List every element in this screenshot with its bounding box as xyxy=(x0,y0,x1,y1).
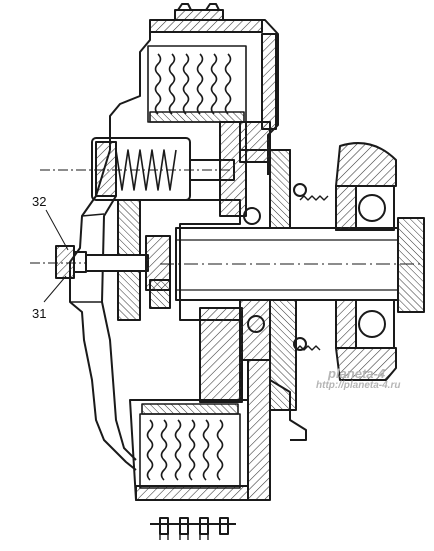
hub-housing xyxy=(239,121,297,411)
watermark-url: http://planeta-4.ru xyxy=(316,380,401,391)
bottom-sprocket-teeth xyxy=(150,517,236,540)
top-sprocket-teeth xyxy=(174,3,224,21)
lower-housing xyxy=(129,359,307,501)
clutch-cover xyxy=(69,149,137,471)
upper-friction-pack xyxy=(147,45,247,123)
main-shaft xyxy=(160,217,425,313)
callout-label-32: 32 xyxy=(32,194,47,209)
seal-springs xyxy=(295,195,329,351)
callout-label-31: 31 xyxy=(32,306,47,321)
release-spring-unit xyxy=(40,137,235,201)
lower-friction-pack xyxy=(139,403,241,489)
needle-bearings xyxy=(243,183,307,351)
upper-ball-bearing xyxy=(335,142,397,231)
watermark-logo: planeta-4 xyxy=(328,366,386,381)
callout-leaders xyxy=(43,209,69,303)
lower-ball-bearing xyxy=(335,299,397,381)
adjusting-nut-assembly xyxy=(30,235,171,309)
upper-housing xyxy=(109,19,279,175)
